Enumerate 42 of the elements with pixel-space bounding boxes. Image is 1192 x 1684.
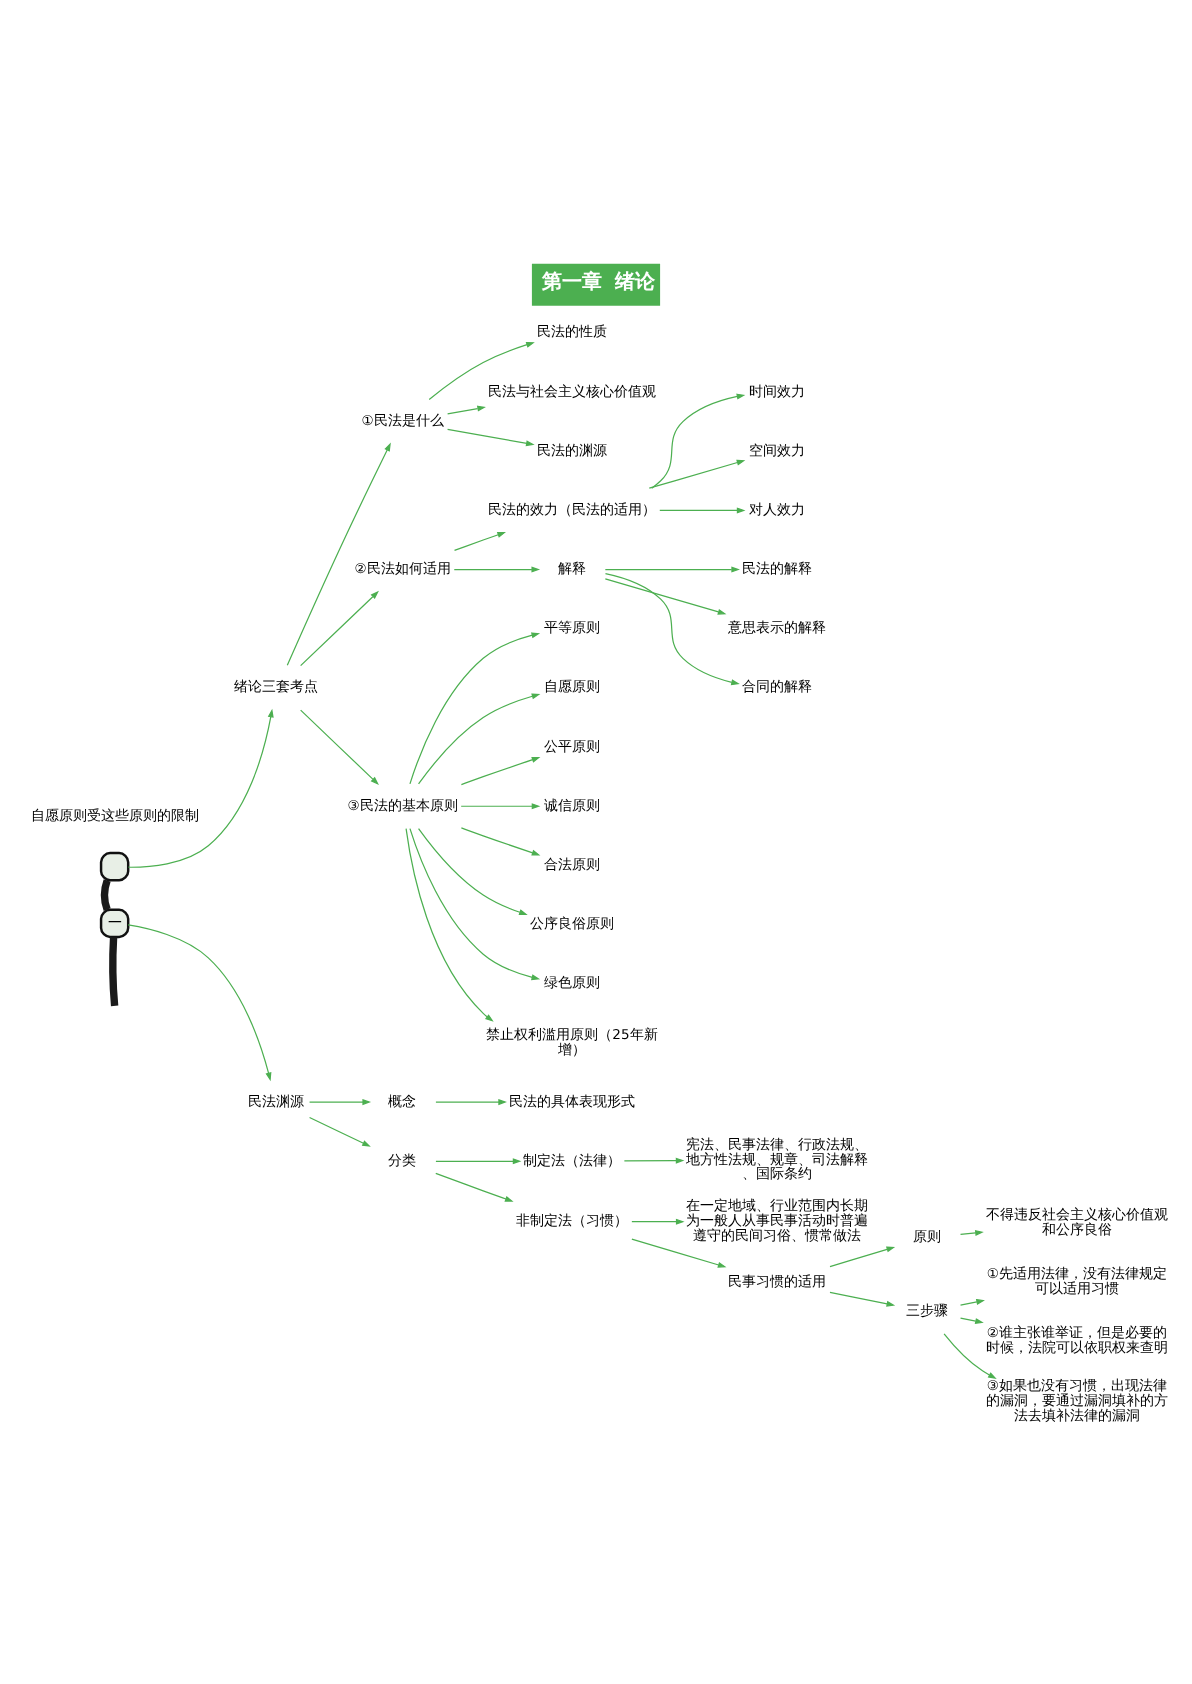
arrow — [959, 1299, 985, 1306]
diagram-title: 第一章 绪论 — [541, 272, 656, 295]
arrow — [308, 1116, 371, 1147]
arrow — [435, 1099, 507, 1106]
arrow — [460, 803, 541, 810]
arrow — [435, 1158, 522, 1165]
arrow — [409, 632, 541, 785]
arrow — [659, 507, 746, 514]
arrow — [943, 1333, 997, 1379]
arrow — [308, 1099, 372, 1106]
arrow — [453, 566, 541, 573]
arrow — [435, 1172, 514, 1202]
arrow — [286, 442, 391, 666]
arrow — [127, 924, 272, 1082]
arrow — [631, 1218, 685, 1225]
connector — [100, 879, 111, 911]
arrow — [428, 341, 535, 401]
arrow — [453, 532, 506, 551]
arrow — [604, 566, 740, 573]
arrow — [300, 590, 379, 667]
arrow — [959, 1229, 984, 1236]
node-box — [99, 851, 130, 882]
arrow — [651, 393, 746, 489]
arrow — [648, 459, 746, 489]
arrow — [604, 578, 727, 615]
arrow — [417, 827, 528, 916]
arrow — [460, 756, 541, 786]
arrow — [631, 1238, 727, 1268]
arrow — [446, 428, 535, 447]
arrow — [417, 693, 541, 785]
arrow — [959, 1317, 984, 1325]
connector — [109, 937, 119, 1007]
arrow — [460, 827, 541, 856]
arrow — [829, 1291, 896, 1307]
arrow — [409, 828, 541, 981]
arrow — [623, 1157, 685, 1164]
arrow — [829, 1246, 896, 1268]
arrow — [405, 828, 494, 1022]
arrow — [446, 405, 486, 415]
arrow — [604, 572, 740, 686]
arrow — [300, 709, 379, 785]
arrow — [127, 708, 274, 868]
